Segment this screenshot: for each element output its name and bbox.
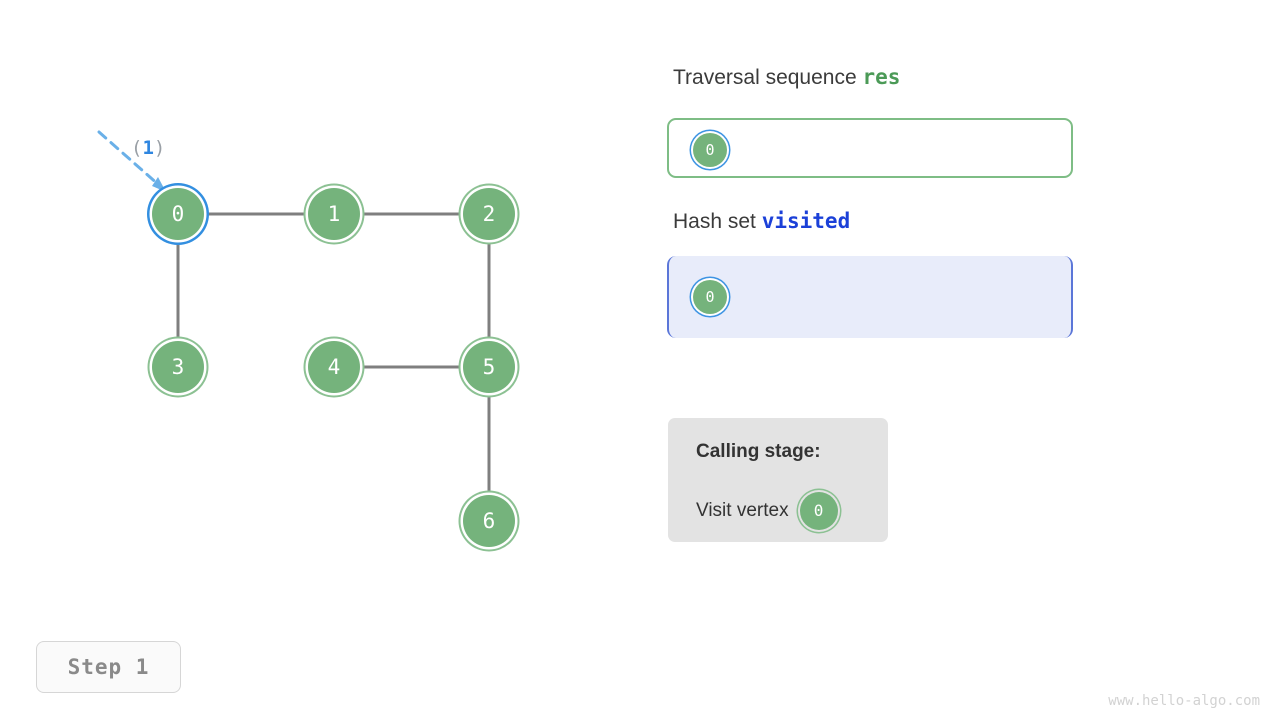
calling-stage-panel: Calling stage: Visit vertex 0	[668, 418, 888, 542]
pointer-arrow-icon	[97, 130, 166, 192]
visited-set-box: 0	[667, 256, 1073, 338]
visited-title-text: Hash set	[673, 210, 756, 233]
graph-vertex-2-label: 2	[482, 201, 496, 226]
res-title-code: res	[862, 65, 901, 89]
graph-vertex-5-label: 5	[482, 354, 496, 379]
graph-panel: (1) 0 1 2 3 4 5 6	[0, 0, 640, 620]
step-badge-label: Step 1	[67, 655, 150, 679]
calling-stage-vertex-label: 0	[813, 501, 824, 520]
site-watermark: www.hello-algo.com	[1108, 693, 1260, 709]
graph-vertex-6-label: 6	[482, 508, 496, 533]
graph-vertex-4-label: 4	[327, 354, 341, 379]
graph-edges-svg	[97, 130, 491, 523]
res-array-box: 0	[667, 118, 1073, 178]
calling-stage-row: Visit vertex 0	[696, 492, 838, 530]
res-section-title: Traversal sequence res	[673, 65, 900, 90]
pointer-paren-close: )	[153, 137, 166, 159]
visited-section-title: Hash set visited	[673, 209, 850, 234]
graph-vertex-3-label: 3	[171, 354, 185, 379]
graph-vertex-5[interactable]: 5	[463, 341, 515, 393]
pointer-arrow-label: (1)	[131, 137, 165, 159]
graph-vertex-3[interactable]: 3	[152, 341, 204, 393]
calling-stage-action-text: Visit vertex	[696, 500, 789, 521]
graph-vertex-0[interactable]: 0	[152, 188, 204, 240]
site-watermark-text: www.hello-algo.com	[1108, 693, 1260, 709]
calling-stage-heading: Calling stage:	[696, 441, 821, 462]
visited-cell-0[interactable]: 0	[693, 280, 727, 314]
calling-stage-vertex-badge: 0	[799, 492, 838, 530]
graph-vertex-1-label: 1	[327, 201, 341, 226]
graph-vertex-6[interactable]: 6	[463, 495, 515, 547]
graph-vertex-2[interactable]: 2	[463, 188, 515, 240]
visited-title-code: visited	[761, 209, 851, 233]
visited-cell-0-label: 0	[705, 287, 715, 306]
step-badge: Step 1	[36, 641, 181, 693]
res-cell-0-label: 0	[705, 140, 715, 159]
graph-vertex-0-label: 0	[171, 201, 185, 226]
pointer-number: 1	[142, 137, 154, 159]
res-cell-0[interactable]: 0	[693, 133, 727, 167]
info-panel: Traversal sequence res 0 Hash set visite…	[667, 0, 1280, 720]
pointer-paren-open: (	[131, 137, 143, 159]
res-title-text: Traversal sequence	[673, 66, 857, 89]
graph-vertex-1[interactable]: 1	[308, 188, 360, 240]
graph-vertex-4[interactable]: 4	[308, 341, 360, 393]
